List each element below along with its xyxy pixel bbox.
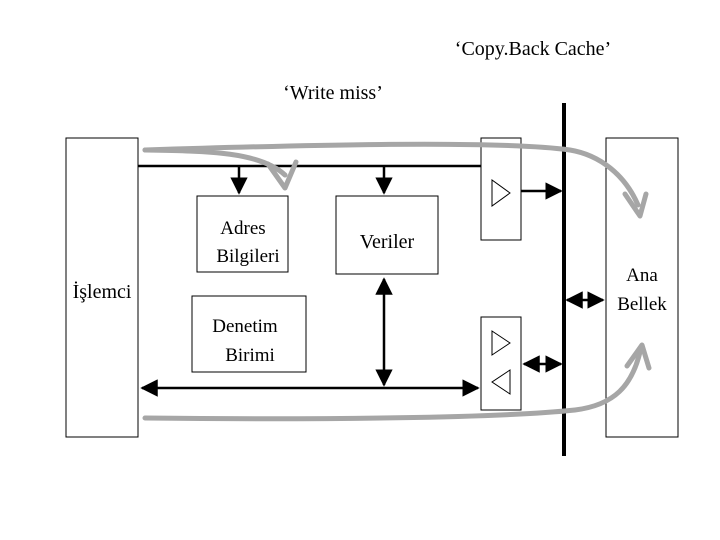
data-box [335, 195, 439, 275]
main-memory-label-line1: Ana [626, 265, 658, 286]
address-info-line2: Bilgileri [216, 246, 279, 267]
diagram-subtitle: ‘Write miss’ [283, 82, 383, 104]
diagram-title: ‘Copy.Back Cache’ [455, 38, 611, 60]
write-miss-flow-arrow [142, 147, 299, 191]
bottom-flow-arrow [142, 342, 652, 422]
control-unit-line2: Birimi [225, 345, 275, 366]
main-memory-label-line2: Bellek [617, 294, 667, 315]
buffer-triangle-right-icon [491, 330, 511, 356]
buffer-box-bottom [480, 316, 522, 411]
control-unit-box [191, 295, 307, 373]
buffer-box-top [480, 137, 522, 241]
main-memory-box [605, 137, 679, 438]
buffer-triangle-icon [491, 179, 511, 207]
address-info-box [196, 195, 289, 273]
top-flow-arrow [142, 141, 649, 219]
buffer-triangle-left-icon [491, 369, 511, 395]
data-label: Veriler [360, 231, 415, 253]
processor-box [65, 137, 139, 438]
control-unit-line1: Denetim [212, 316, 278, 337]
address-info-line1: Adres [220, 218, 265, 239]
processor-label: İşlemci [73, 280, 132, 303]
